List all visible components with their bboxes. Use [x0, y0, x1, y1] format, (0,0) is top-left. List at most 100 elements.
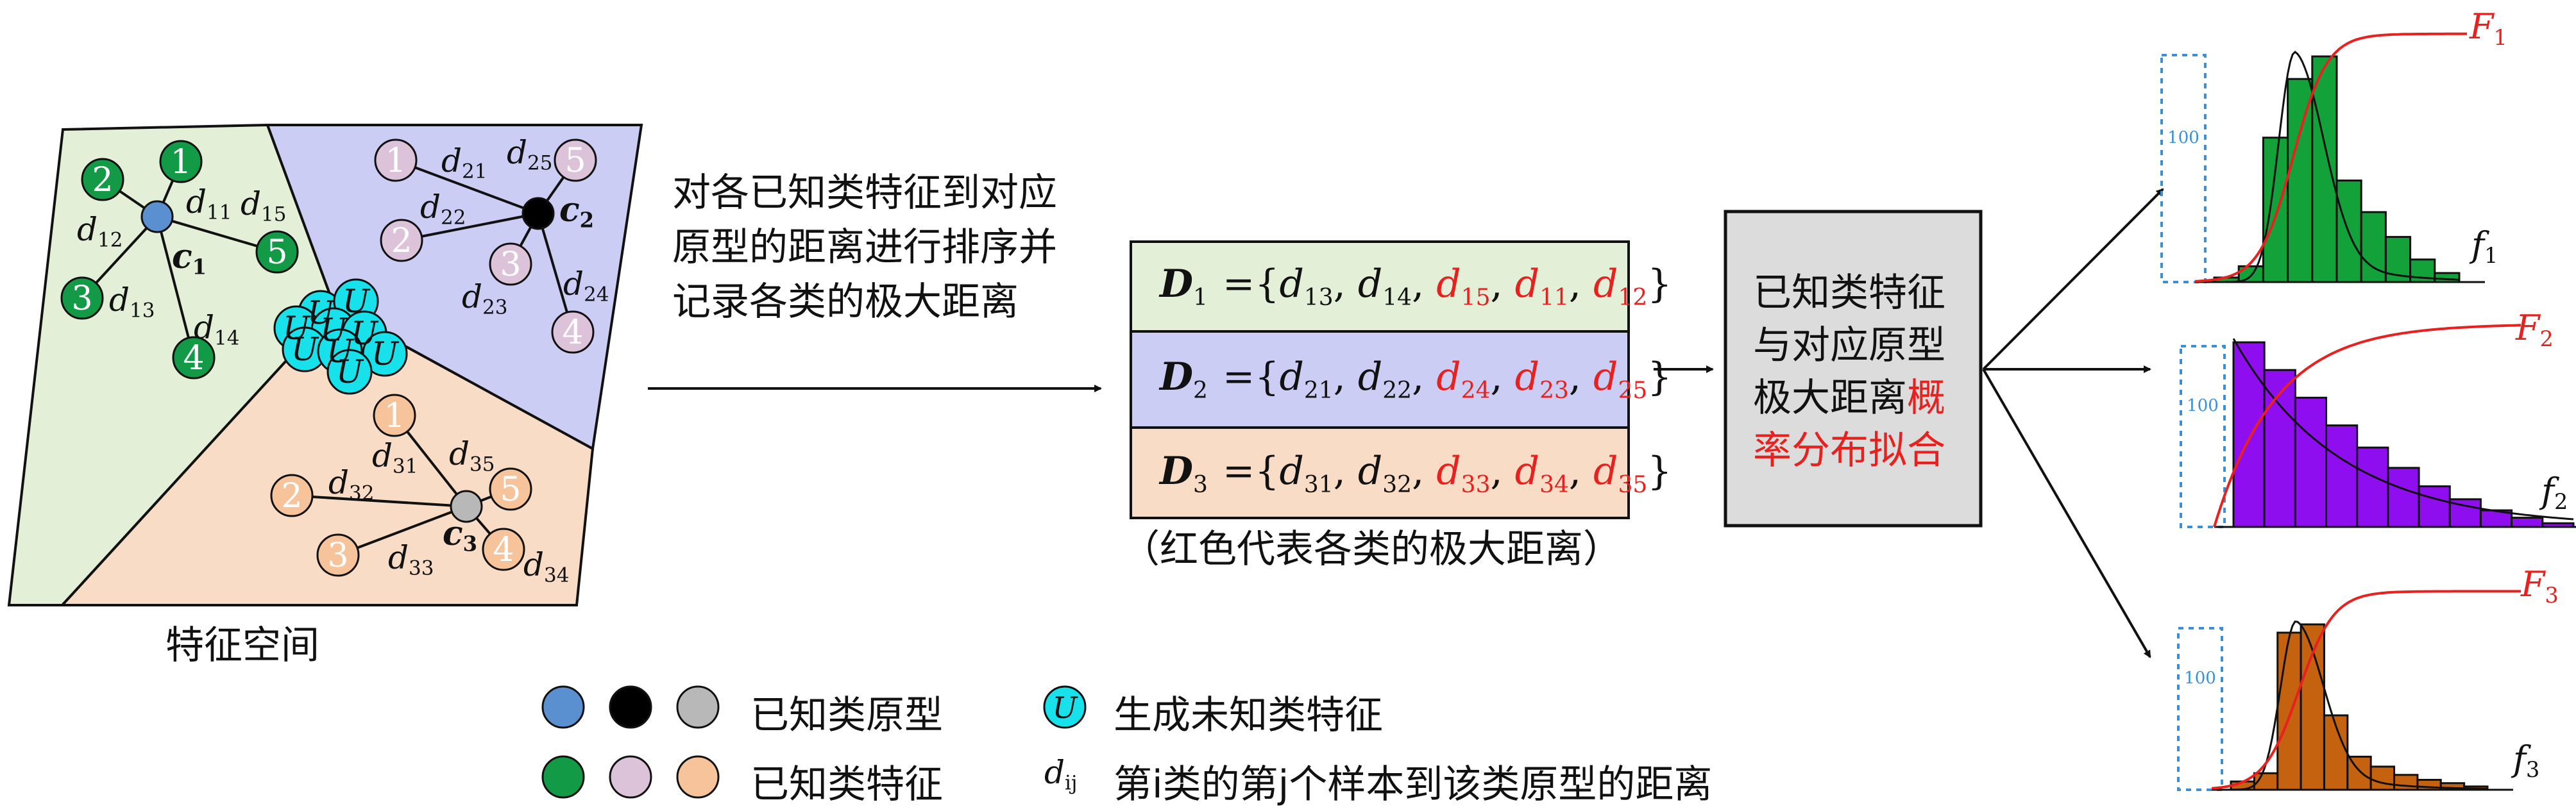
legend-feature1-symbol	[541, 755, 585, 799]
distance-item: d34	[1514, 449, 1569, 498]
row-1-sub: 1	[1193, 285, 1208, 311]
class1-point-label: 2	[92, 161, 113, 199]
row-3-elements: ={d31, d32, d33, d34, d35}	[1223, 449, 1672, 498]
unknown-feature-letter: U	[351, 315, 379, 352]
distance-label: d14	[194, 309, 239, 349]
histogram-bar	[2418, 485, 2451, 528]
histogram-bar	[2232, 341, 2266, 528]
distance-item: d23	[1514, 354, 1569, 404]
class2-point	[489, 242, 532, 286]
distance-item: d12	[1593, 262, 1648, 311]
fit-box	[1724, 210, 1983, 528]
arrow-to-chart-1	[1982, 188, 2164, 371]
class2-point-label: 3	[500, 246, 521, 284]
prototype-label-c1: c1	[172, 237, 207, 279]
distance-item: d32	[1357, 449, 1412, 498]
class2-point-label: 5	[564, 142, 586, 180]
legend-unknown-letter: U	[1053, 690, 1079, 725]
distance-item: d13	[1279, 262, 1334, 311]
row-3-sub: 3	[1193, 472, 1208, 498]
fit-box-line-1: 已知类特征	[1753, 271, 1945, 315]
fit-box-line-3: 极大距离概	[1753, 373, 1945, 424]
histogram-bar	[2276, 631, 2302, 791]
dashed-box	[2160, 54, 2207, 283]
legend-unknown-text: 生成未知类特征	[1114, 693, 1383, 738]
legend-dij-symbol: dij	[1044, 754, 1078, 794]
legend-unknown-symbol	[1043, 685, 1087, 729]
pdf-label: f3	[2511, 738, 2539, 782]
distance-set-row-3: D3	[1160, 449, 1208, 498]
histogram-bar	[2541, 522, 2575, 528]
legend-feature3-symbol	[676, 755, 720, 799]
distance-label: d15	[241, 185, 286, 226]
class2-points: 1 2 3 4 5	[374, 138, 597, 354]
distance-label: d13	[109, 281, 155, 322]
class1-point-label: 5	[266, 233, 287, 272]
flow-arrows	[648, 188, 2164, 658]
class1-point	[81, 158, 124, 201]
legend-feature2-symbol	[609, 755, 652, 799]
histogram-bar	[2325, 424, 2359, 528]
fit-box-line-3-red: 概	[1907, 376, 1945, 421]
unknown-feature-letter: U	[307, 294, 335, 331]
class2-prototype	[521, 197, 555, 230]
distance-item: d31	[1279, 449, 1334, 498]
distance-item: d21	[1279, 354, 1334, 404]
distance-item: d14	[1357, 262, 1412, 311]
distance-item: d22	[1357, 354, 1412, 404]
dashed-box-label: 100	[2184, 669, 2216, 688]
class1-prototype	[140, 200, 174, 233]
unknown-feature-letter: U	[291, 331, 319, 368]
histogram-bar	[2448, 498, 2482, 528]
class1-point-label: 4	[183, 339, 204, 378]
prototypes	[140, 197, 555, 523]
distance-label: d22	[420, 188, 466, 229]
dashed-box-label: 100	[2167, 128, 2199, 147]
pdf-label: f1	[2469, 224, 2498, 268]
distance-label: d24	[563, 265, 609, 306]
histogram-bar	[2511, 517, 2544, 528]
fit-box-line-3-black: 极大距离	[1753, 376, 1907, 421]
histogram-bar	[2434, 272, 2461, 283]
histogram-bar	[2356, 446, 2389, 528]
distance-label: d11	[186, 183, 232, 224]
cdf-label: F1	[2469, 6, 2507, 50]
class3-prototype	[450, 490, 483, 523]
distance-label: d35	[449, 435, 495, 476]
distribution-chart-3: 100 F3 f3	[2177, 564, 2559, 791]
prototype-label-c2: c2	[559, 190, 594, 233]
distance-item: d11	[1514, 262, 1569, 311]
legend-proto2-symbol	[609, 685, 652, 729]
class3-point	[489, 467, 532, 511]
pdf-label: f2	[2539, 471, 2568, 514]
distance-item: d25	[1593, 354, 1648, 404]
unknown-feature-letter: U	[343, 283, 371, 320]
distance-item: d35	[1593, 449, 1648, 498]
dashed-box	[2180, 345, 2226, 528]
distance-label: d34	[523, 546, 569, 587]
histogram-bar	[2387, 467, 2420, 528]
class1-point	[255, 230, 299, 274]
class1-points: 2 1 3 4 5	[60, 140, 299, 379]
class3-point-label: 3	[327, 537, 348, 575]
distance-item: d33	[1436, 449, 1491, 498]
distance-set-table	[1130, 240, 1630, 519]
distance-label: d32	[328, 464, 374, 505]
cdf-curve	[2211, 590, 2521, 790]
class2-point-label: 1	[385, 142, 406, 180]
class3-point-label: 4	[493, 531, 514, 569]
cdf-label: F3	[2520, 564, 2559, 608]
unknown-feature-letter: U	[326, 333, 355, 370]
class3-point-label: 5	[500, 471, 521, 509]
class3-point	[316, 533, 360, 577]
class2-point	[551, 310, 595, 354]
unknown-feature-letter: U	[371, 335, 400, 372]
unknown-feature-letter: U	[320, 312, 348, 349]
histogram-bar	[2294, 396, 2328, 528]
feature-space-caption: 特征空间	[165, 623, 319, 668]
class2-point	[374, 138, 418, 182]
step1-line-2: 原型的距离进行排序并	[672, 225, 1057, 270]
distance-label: d21	[441, 142, 487, 183]
